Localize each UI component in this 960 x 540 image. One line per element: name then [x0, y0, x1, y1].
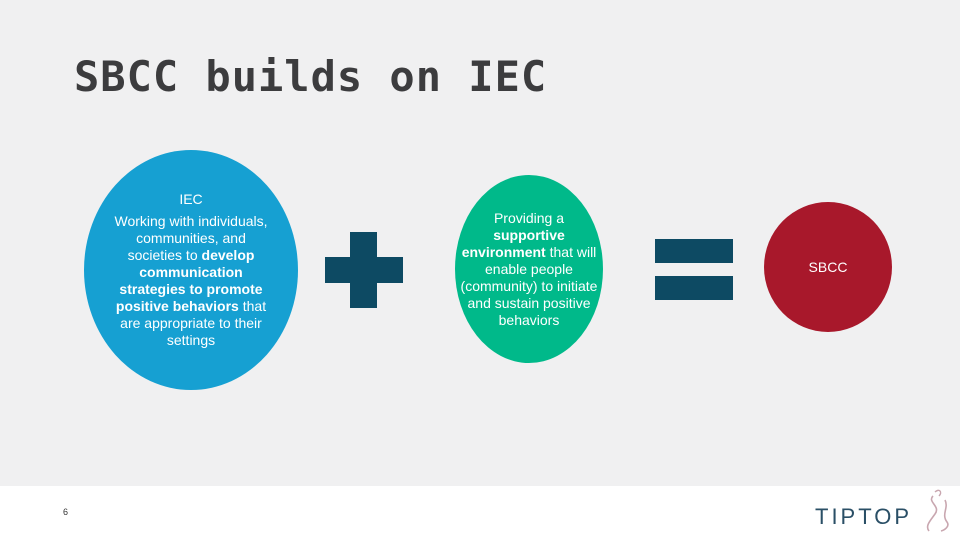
- environment-circle: Providing a supportive environment that …: [455, 175, 603, 363]
- sbcc-label: SBCC: [808, 259, 848, 275]
- environment-text-bold: supportive environment: [461, 226, 565, 260]
- environment-description: Providing a supportive environment that …: [459, 210, 599, 329]
- equals-icon-top-bar: [655, 239, 733, 263]
- equals-icon-bottom-bar: [655, 276, 733, 300]
- environment-text-1: Providing a: [493, 209, 565, 226]
- logo-swirl-icon: [926, 489, 949, 532]
- iec-circle: IEC Working with individuals, communitie…: [84, 150, 298, 390]
- environment-text-2: that will enable people (community) to i…: [460, 243, 598, 328]
- plus-icon-horizontal-bar: [325, 257, 403, 283]
- footer-bar: [0, 486, 960, 540]
- iec-text-2: that are appropriate to their settings: [120, 298, 267, 348]
- tiptop-logo: TIPTOP: [815, 488, 955, 532]
- sbcc-circle: SBCC: [764, 202, 892, 332]
- iec-description: Working with individuals, communities, a…: [111, 213, 271, 349]
- page-number: 6: [63, 507, 69, 517]
- iec-heading: IEC: [179, 191, 203, 207]
- slide-title: SBCC builds on IEC: [74, 52, 548, 101]
- iec-text-1: Working with individuals, communities, a…: [114, 213, 268, 263]
- iec-text-bold: develop communication strategies to prom…: [115, 247, 263, 314]
- logo-text: TIPTOP: [815, 504, 913, 529]
